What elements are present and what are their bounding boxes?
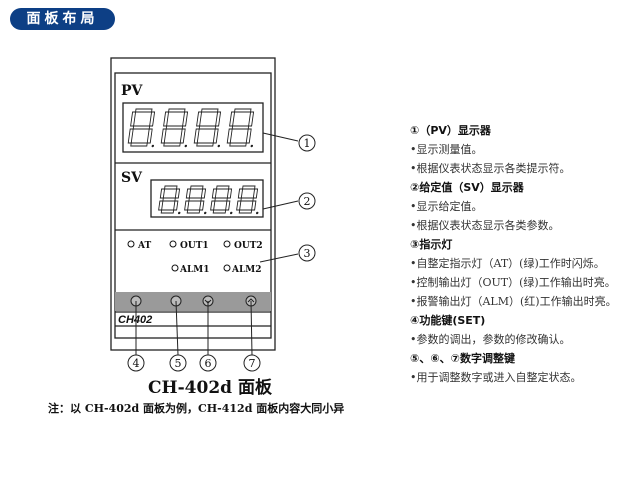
callout-number: 4 (133, 357, 140, 370)
description-list: ①（PV）显示器 •显示测量值。 •根据仪表状态显示各类提示符。 ②给定值（SV）显示… (410, 121, 617, 387)
chevron-up-icon (247, 298, 255, 303)
indicator-out2: OUT2 (234, 241, 263, 251)
description-item: •报警输出灯（ALM）(红)工作输出时亮。 (410, 295, 617, 308)
indicator-out1: OUT1 (180, 241, 209, 251)
description-heading: ⑤、⑥、⑦数字调整键 (410, 352, 515, 365)
seven-segment-digit (184, 185, 207, 215)
panel-inner-frame (114, 72, 272, 339)
description-item: •显示测量值。 (410, 143, 483, 156)
seven-segment-digit (158, 185, 181, 215)
description-heading: ④功能键(SET) (410, 314, 486, 327)
callout-number: 6 (205, 357, 212, 370)
pv-label: PV (121, 83, 144, 99)
callout-circle (127, 354, 145, 372)
callout-circle (243, 354, 261, 372)
description-item: •控制输出灯（OUT）(绿)工作输出时亮。 (410, 276, 616, 289)
description-item: •显示给定值。 (410, 200, 483, 213)
pv-display (122, 102, 264, 153)
seven-segment-digit (127, 108, 156, 148)
callout-number: 7 (249, 357, 256, 370)
callout-circle (169, 354, 187, 372)
seven-segment-digit (226, 108, 255, 148)
figure-title: CH-402d 面板 (148, 378, 272, 398)
description-heading: ①（PV）显示器 (410, 124, 491, 137)
seven-segment-digit (210, 185, 233, 215)
panel-outer-frame (110, 57, 276, 351)
callout-number: 2 (304, 195, 311, 208)
seven-segment-digit (236, 185, 259, 215)
callout-number: 1 (304, 137, 311, 150)
figure-note: 注：以 CH-402d 面板为例，CH-412d 面板内容大同小异 (48, 402, 345, 415)
callout-circle (199, 354, 217, 372)
callout-circle (298, 244, 316, 262)
description-item: •根据仪表状态显示各类参数。 (410, 219, 560, 232)
description-item: •根据仪表状态显示各类提示符。 (410, 162, 571, 175)
callout-circle (298, 192, 316, 210)
indicator-alm2: ALM2 (231, 265, 262, 275)
section-title-badge: 面板布局 (10, 8, 115, 30)
model-label: CH402 (118, 314, 152, 326)
indicator-alm1: ALM1 (179, 265, 210, 275)
description-item: •参数的调出，参数的修改确认。 (410, 333, 571, 346)
callout-number: 5 (175, 357, 182, 370)
description-item: •自整定指示灯（AT）(绿)工作时闪烁。 (410, 257, 605, 270)
description-heading: ②给定值（SV）显示器 (410, 181, 524, 194)
sv-label: SV (121, 170, 143, 186)
seven-segment-digit (193, 108, 222, 148)
indicator-at: AT (137, 241, 151, 251)
description-heading: ③指示灯 (410, 238, 453, 251)
description-item: •用于调整数字或进入自整定状态。 (410, 371, 582, 384)
callout-number: 3 (304, 247, 311, 260)
seven-segment-digit (160, 108, 189, 148)
sv-display (150, 179, 264, 218)
callout-circle (298, 134, 316, 152)
button-strip (115, 292, 271, 311)
